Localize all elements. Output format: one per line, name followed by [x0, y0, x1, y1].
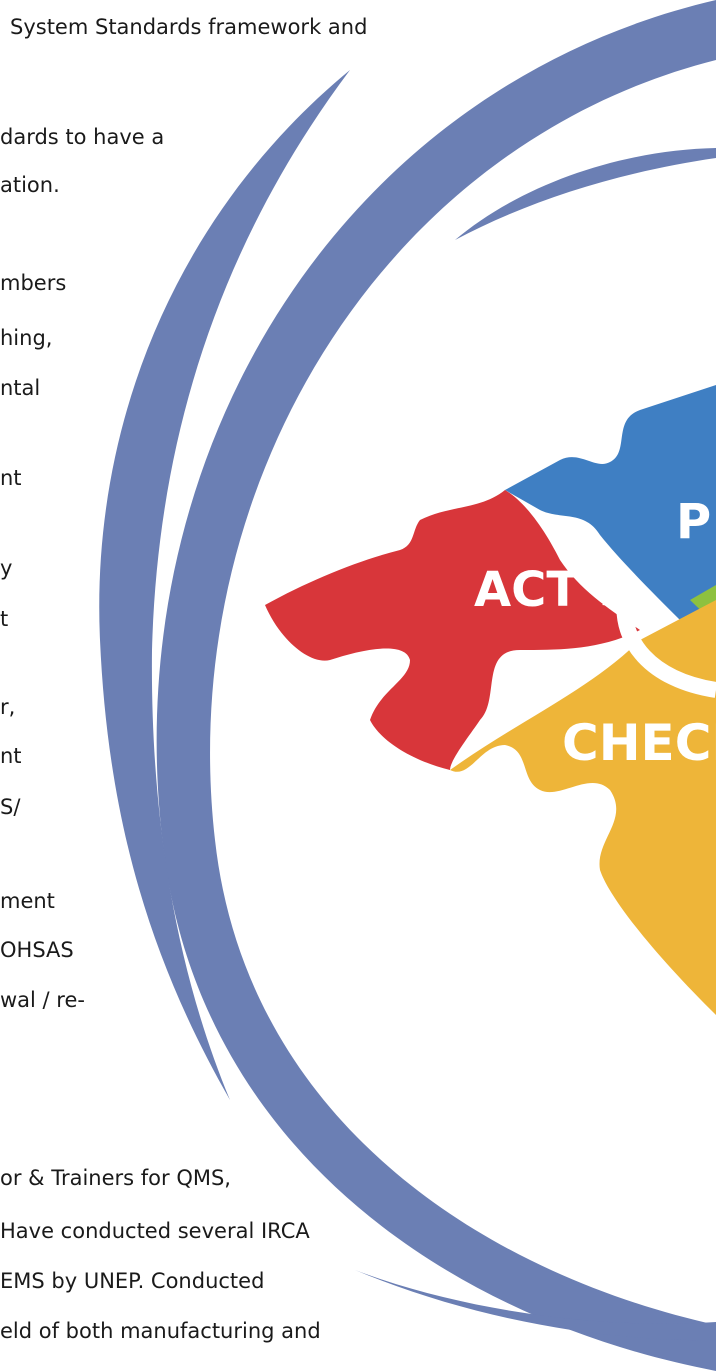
text-line: hing, [0, 326, 53, 350]
text-line: dards to have a [0, 125, 165, 149]
text-line: or & Trainers for QMS, [0, 1166, 231, 1190]
text-line: ation. [0, 173, 60, 197]
act-label: ACT [474, 562, 579, 618]
cycle-arrow [616, 599, 716, 698]
act-puzzle-piece [265, 490, 640, 770]
text-line: S/ [0, 795, 21, 819]
text-line: mbers [0, 271, 67, 295]
text-line: nt [0, 744, 22, 768]
outer-swoosh-arc [156, 0, 716, 1371]
lower-swoosh-arc [355, 1270, 716, 1341]
plan-label: P [676, 494, 711, 550]
text-line: System Standards framework and [10, 15, 368, 39]
text-line: t [0, 607, 9, 631]
check-label: CHECK [562, 714, 716, 772]
upper-swoosh-arc [455, 148, 716, 240]
text-line: wal / re- [0, 988, 85, 1012]
text-line: EMS by UNEP. Conducted [0, 1269, 265, 1293]
text-line: r, [0, 695, 16, 719]
plan-puzzle-piece [505, 385, 716, 620]
text-line: ntal [0, 376, 41, 400]
cycle-arrow-head [602, 580, 650, 610]
text-line: OHSAS [0, 938, 74, 962]
text-line: Have conducted several IRCA [0, 1219, 310, 1243]
text-line: ment [0, 889, 55, 913]
left-swoosh-arc [99, 70, 350, 1100]
check-puzzle-piece [450, 600, 716, 1015]
text-line: nt [0, 466, 22, 490]
text-line: eld of both manufacturing and [0, 1319, 321, 1343]
text-line: y [0, 556, 13, 580]
